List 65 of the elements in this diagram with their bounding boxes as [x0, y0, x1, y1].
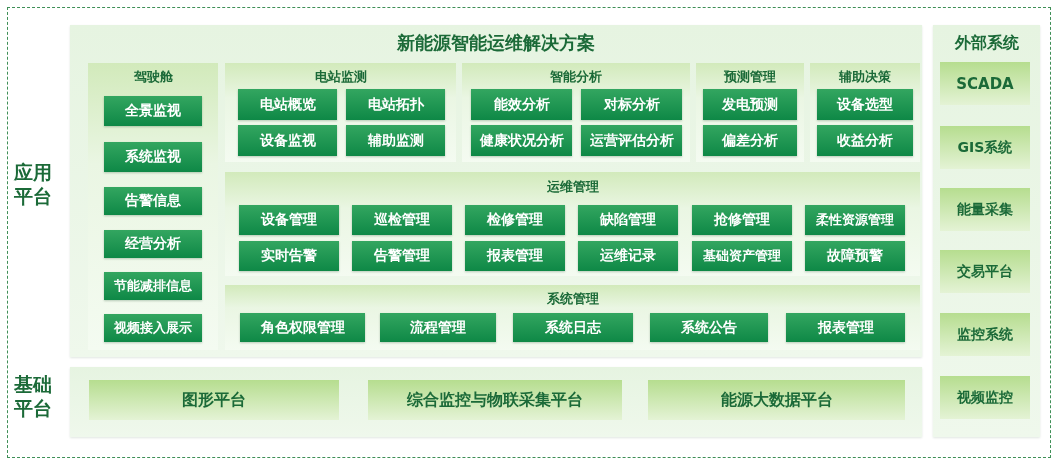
system-box: SCADA — [940, 62, 1030, 105]
function-box: 设备管理 — [239, 205, 339, 235]
function-box: 系统日志 — [513, 313, 633, 342]
function-box: 设备选型 — [817, 89, 913, 120]
function-box: 流程管理 — [380, 313, 496, 342]
function-box: 报表管理 — [786, 313, 905, 342]
layer-label: 应用平台 — [14, 160, 53, 208]
system-box: 视频监控 — [940, 376, 1030, 419]
platform-panel — [70, 367, 922, 437]
function-box: 视频接入展示 — [104, 314, 202, 342]
system-box: 综合监控与物联采集平台 — [368, 380, 622, 420]
module-panel — [225, 63, 456, 162]
module-heading: 驾驶舱 — [133, 69, 173, 85]
panel-title: 外部系统 — [954, 33, 1019, 53]
module-panel — [225, 285, 920, 350]
system-box: 能量采集 — [940, 188, 1030, 231]
module-panel — [225, 172, 920, 276]
function-box: 经营分析 — [104, 230, 202, 258]
function-box: 系统监视 — [104, 142, 202, 172]
system-box: 图形平台 — [89, 380, 339, 420]
function-box: 告警管理 — [352, 241, 452, 271]
function-box: 角色权限管理 — [240, 313, 365, 342]
system-box: 交易平台 — [940, 250, 1030, 293]
module-panel — [810, 63, 920, 162]
function-box: 辅助监测 — [346, 125, 445, 156]
platform-panel — [70, 25, 922, 357]
platform-panel — [933, 25, 1040, 437]
function-box: 运维记录 — [578, 241, 678, 271]
function-box: 故障预警 — [805, 241, 905, 271]
function-box: 收益分析 — [817, 125, 913, 156]
function-box: 巡检管理 — [352, 205, 452, 235]
function-box: 告警信息 — [104, 187, 202, 215]
function-box: 基础资产管理 — [692, 241, 792, 271]
module-panel — [462, 63, 690, 162]
function-box: 健康状况分析 — [471, 125, 572, 156]
module-panel — [88, 63, 218, 350]
panel-title: 新能源智能运维解决方案 — [397, 32, 595, 54]
function-box: 柔性资源管理 — [805, 205, 905, 235]
function-box: 电站拓扑 — [346, 89, 445, 120]
system-box: 能源大数据平台 — [648, 380, 905, 420]
function-box: 系统公告 — [650, 313, 768, 342]
function-box: 实时告警 — [239, 241, 339, 271]
module-heading: 运维管理 — [546, 179, 599, 195]
function-box: 能效分析 — [471, 89, 572, 120]
module-heading: 智能分析 — [550, 69, 602, 85]
module-heading: 系统管理 — [546, 291, 599, 307]
function-box: 偏差分析 — [703, 125, 797, 156]
function-box: 设备监视 — [238, 125, 337, 156]
function-box: 电站概览 — [238, 89, 337, 120]
module-heading: 电站监测 — [314, 69, 367, 85]
layer-label: 基础平台 — [14, 372, 53, 420]
function-box: 运营评估分析 — [581, 125, 682, 156]
module-heading: 辅助决策 — [839, 69, 891, 85]
function-box: 缺陷管理 — [578, 205, 678, 235]
module-panel — [696, 63, 804, 162]
system-box: 监控系统 — [940, 313, 1030, 356]
function-box: 全景监视 — [104, 96, 202, 126]
function-box: 检修管理 — [465, 205, 565, 235]
function-box: 发电预测 — [703, 89, 797, 120]
module-heading: 预测管理 — [724, 69, 776, 85]
function-box: 抢修管理 — [692, 205, 792, 235]
function-box: 节能减排信息 — [104, 272, 202, 300]
system-box: GIS系统 — [940, 126, 1030, 169]
function-box: 报表管理 — [465, 241, 565, 271]
function-box: 对标分析 — [581, 89, 682, 120]
